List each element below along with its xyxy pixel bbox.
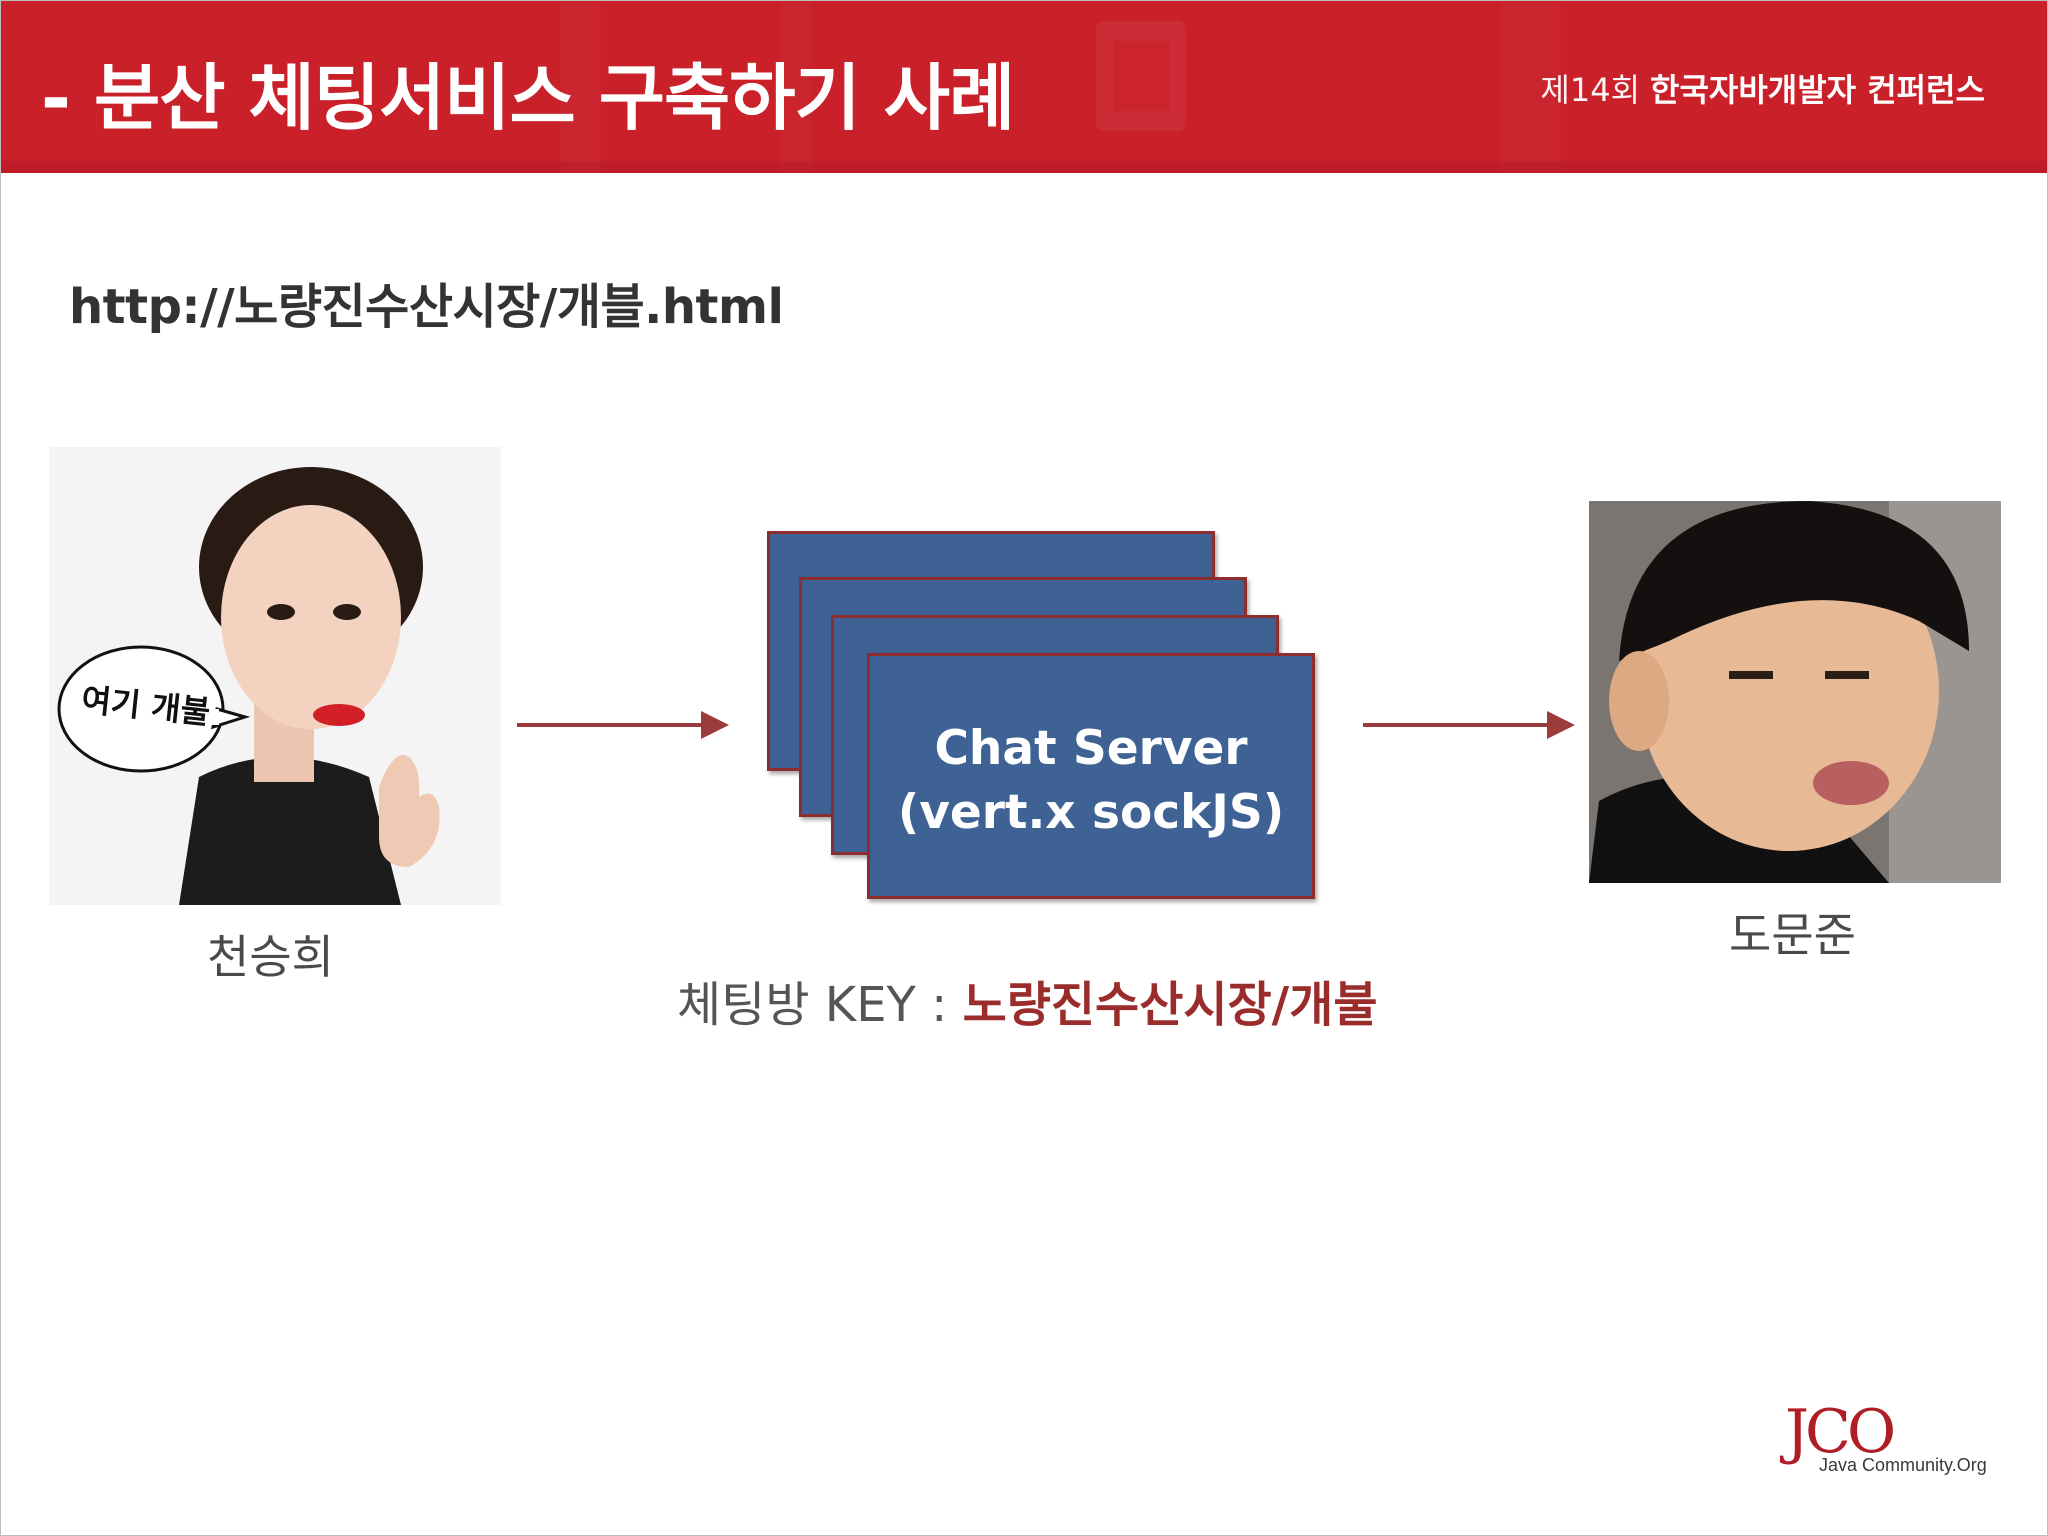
receiver-photo	[1589, 501, 2001, 883]
sender-photo: 여기 개불	[49, 447, 501, 905]
receiver-name: 도문준	[1729, 908, 1856, 962]
chat-url: http://노량진수산시장/개블.html	[69, 279, 784, 335]
receiver-portrait-illustration	[1589, 501, 2001, 883]
conference-name: 한국자바개발자 컨퍼런스	[1650, 71, 1985, 109]
slide-title: - 분산 체팅서비스 구축하기 사례	[41, 56, 1015, 140]
room-key: 체팅방 KEY : 노량진수산시장/개불	[677, 965, 1378, 1035]
jco-logo-mark: JCO	[1785, 1397, 1896, 1467]
arrow-server-to-receiver-head	[1547, 711, 1575, 739]
header-decoration	[1, 1, 2047, 173]
jco-logo: JCO Java Community.Org	[1785, 1397, 2005, 1507]
room-key-value: 노량진수산시장/개불	[962, 977, 1378, 1033]
server-label-line2: (vert.x sockJS)	[897, 785, 1285, 840]
sender-name: 천승희	[207, 930, 334, 984]
server-label: Chat Server (vert.x sockJS)	[867, 717, 1315, 845]
arrow-sender-to-server-head	[701, 711, 729, 739]
server-label-line1: Chat Server	[934, 721, 1248, 776]
conference-number: 제14회	[1540, 71, 1641, 109]
room-key-label: 체팅방 KEY :	[677, 977, 963, 1033]
jco-logo-subtitle: Java Community.Org	[1819, 1455, 1987, 1475]
server-instance-main	[867, 653, 1315, 899]
sender-portrait-illustration	[49, 447, 501, 905]
